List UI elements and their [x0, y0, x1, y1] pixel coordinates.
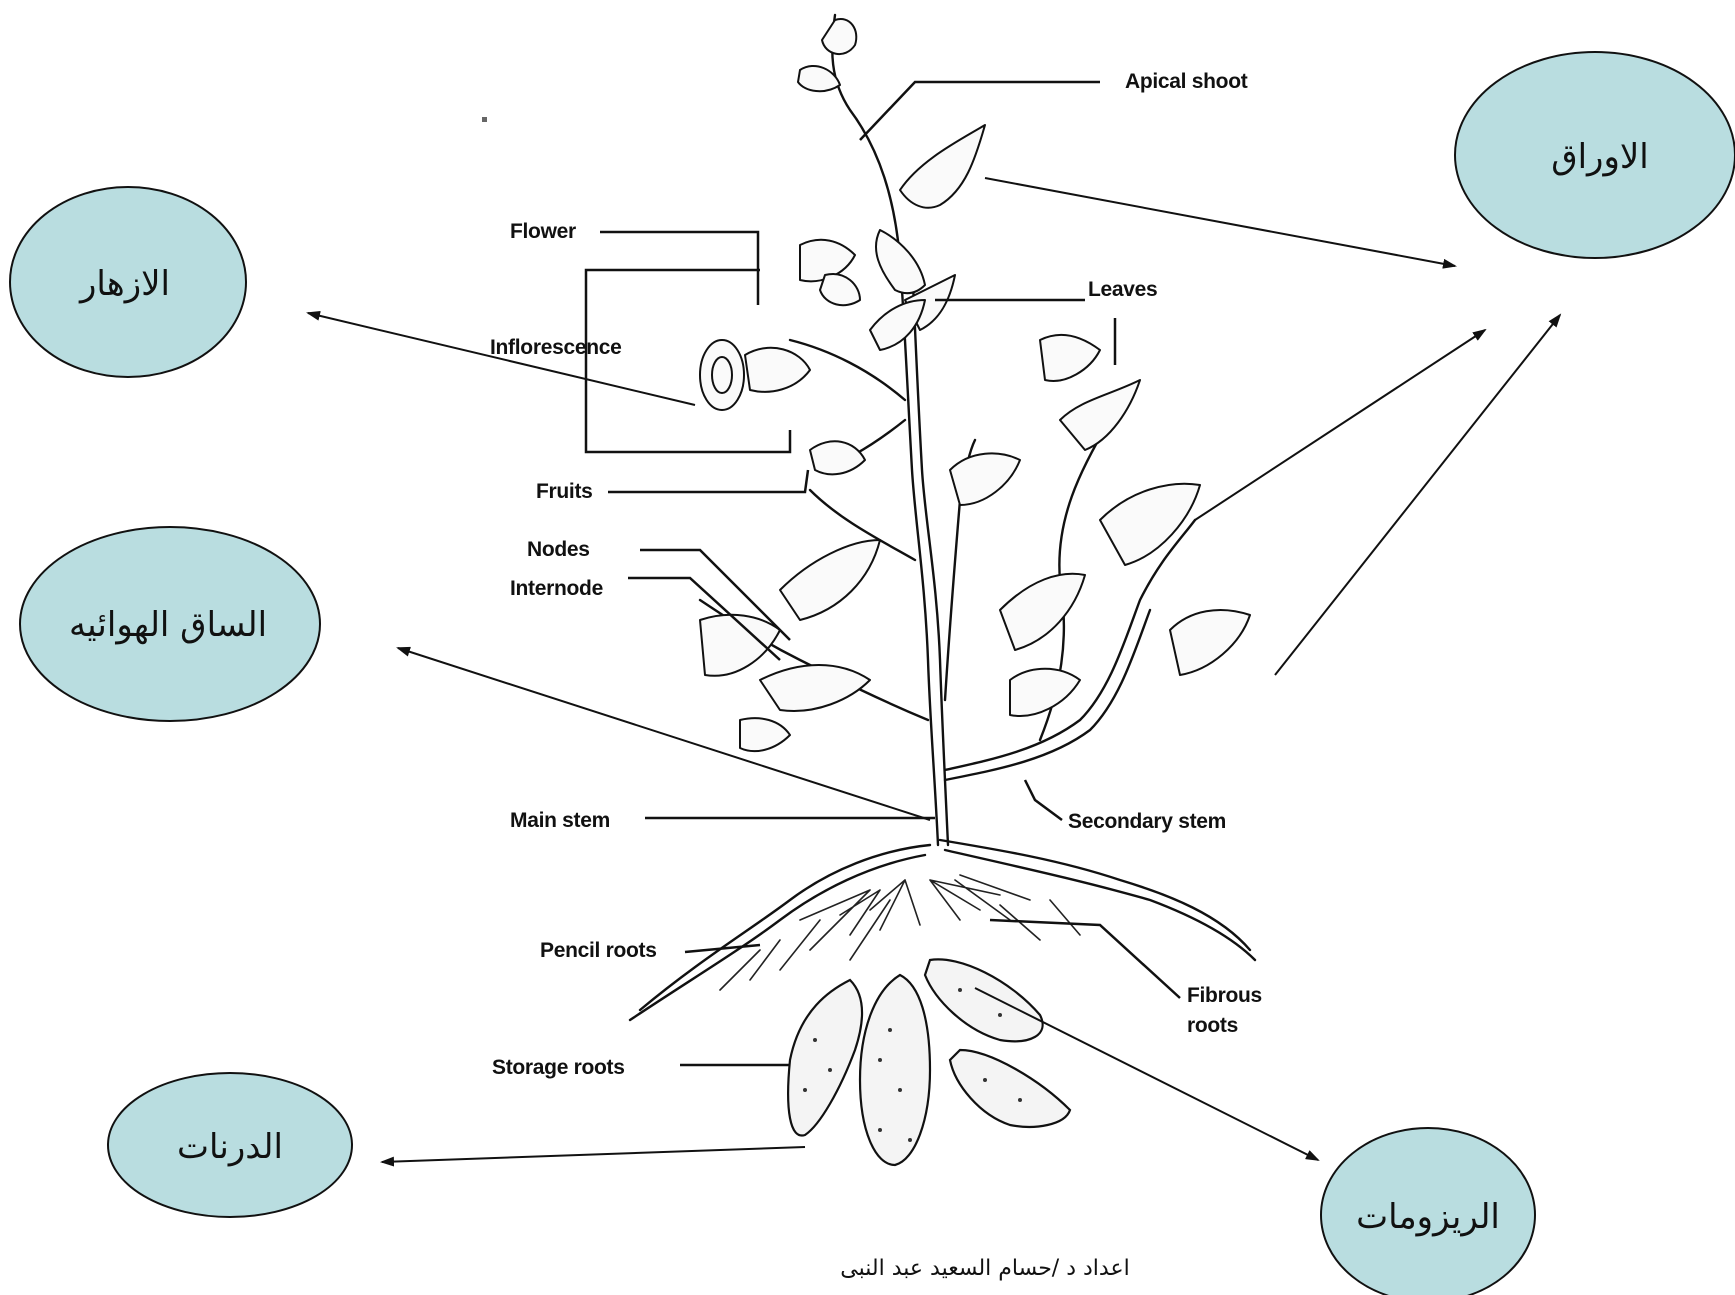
bubble-rhizomes-text: الريزومات	[1356, 1197, 1500, 1237]
main-stem-drawing	[832, 15, 938, 845]
bubble-flowers-text: الازهار	[78, 264, 170, 304]
arrow-to-leaves-3	[1275, 315, 1560, 675]
arrow-to-leaves-2	[1195, 330, 1485, 520]
label-leaves: Leaves	[1088, 278, 1157, 301]
label-storage-roots: Storage roots	[492, 1056, 625, 1079]
secondary-stem-drawing	[945, 520, 1195, 770]
plant-illustration	[630, 15, 1255, 1165]
label-secondary-stem: Secondary stem	[1068, 810, 1226, 833]
label-fruits: Fruits	[536, 480, 593, 503]
label-fibrous-roots-1: Fibrous	[1187, 984, 1262, 1007]
bubble-rhizomes: الريزومات	[1321, 1128, 1535, 1295]
label-nodes: Nodes	[527, 538, 590, 561]
arrows	[308, 178, 1560, 1162]
fruit-drawing	[810, 441, 865, 474]
label-flower: Flower	[510, 220, 576, 243]
stray-dot	[482, 117, 487, 122]
author-credit: اعداد د /حسام السعيد عبد النبى	[840, 1256, 1129, 1281]
arrow-to-rhizomes	[975, 988, 1318, 1160]
label-internode: Internode	[510, 577, 603, 600]
label-pencil-roots: Pencil roots	[540, 939, 657, 962]
arrow-to-tubers	[382, 1147, 805, 1162]
storage-root-drawing	[788, 980, 862, 1136]
arrow-to-flowers	[308, 313, 695, 405]
bubble-aerial-stem-text: الساق الهوائيه	[69, 605, 267, 645]
bubble-leaves-text: الاوراق	[1551, 137, 1649, 177]
label-fibrous-roots-2: roots	[1187, 1014, 1238, 1037]
bubble-leaves: الاوراق	[1455, 52, 1735, 258]
label-main-stem: Main stem	[510, 809, 610, 832]
bubble-flowers: الازهار	[10, 187, 246, 377]
arrow-to-leaves-1	[985, 178, 1455, 266]
label-inflorescence: Inflorescence	[490, 336, 622, 359]
bubble-tubers-text: الدرنات	[177, 1127, 283, 1167]
bubble-aerial-stem: الساق الهوائيه	[20, 527, 320, 721]
bubble-tubers: الدرنات	[108, 1073, 352, 1217]
english-labels: Apical shoot Flower Inflorescence Leaves…	[490, 70, 1262, 1079]
label-apical-shoot: Apical shoot	[1125, 70, 1248, 93]
